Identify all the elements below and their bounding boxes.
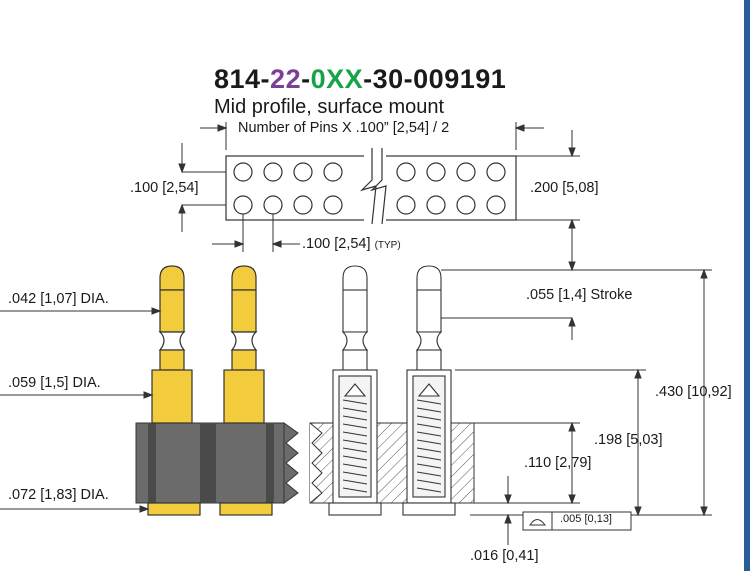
gold-pin-1	[147, 265, 201, 516]
insulator-left	[135, 422, 299, 504]
part-number-sep: -	[301, 64, 311, 94]
dim-pitch: .100 [2,54] (TYP)	[302, 236, 401, 252]
edge-accent	[744, 0, 750, 571]
dim-height-198: .198 [5,03]	[594, 432, 663, 448]
dim-overall-height: .430 [10,92]	[655, 384, 732, 400]
dim-tail-height: .016 [0,41]	[470, 548, 539, 564]
dim-flatness: .005 [0,13]	[560, 513, 612, 525]
part-number-plating: 0XX	[310, 64, 364, 94]
section-pin-2	[402, 265, 456, 516]
part-number-suffix: -30-009191	[363, 64, 507, 94]
part-number-pins: 22	[270, 64, 302, 94]
part-number-title: 814-22-0XX-30-009191	[214, 64, 506, 95]
section-pin-1	[328, 265, 382, 516]
dim-tail-dia: .072 [1,83] DIA.	[8, 487, 109, 503]
dim-body-dia: .059 [1,5] DIA.	[8, 375, 101, 391]
dim-pitch-value: .100 [2,54]	[302, 236, 371, 252]
dim-length: Number of Pins X .100” [2,54] / 2	[238, 120, 450, 136]
part-number-prefix: 814-	[214, 64, 271, 94]
dim-height-110: .110 [2,79]	[524, 455, 592, 471]
flatness-frame	[522, 511, 632, 531]
gold-pin-2	[219, 265, 273, 516]
dim-tip-dia: .042 [1,07] DIA.	[8, 291, 109, 307]
dim-pitch-note: (TYP)	[374, 240, 401, 251]
dim-stroke: .055 [1,4] Stroke	[526, 287, 633, 303]
top-view-header	[225, 148, 517, 226]
subtitle: Mid profile, surface mount	[214, 96, 445, 118]
side-view-dimension-lines	[0, 246, 712, 545]
dim-row-spacing: .100 [2,54]	[130, 180, 199, 196]
dim-width: .200 [5,08]	[530, 180, 599, 196]
top-view-dimension-lines	[178, 122, 580, 252]
